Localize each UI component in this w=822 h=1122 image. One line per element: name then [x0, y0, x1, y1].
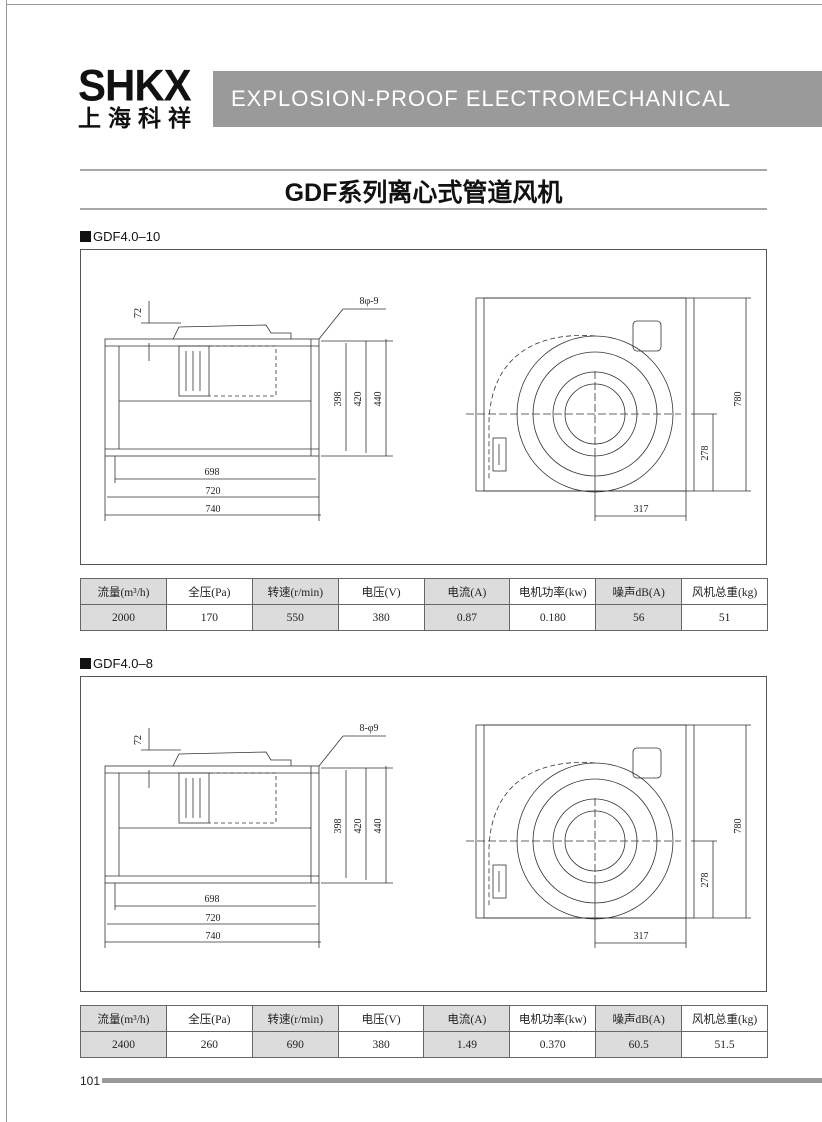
table-cell: 260 [165, 1031, 253, 1058]
column-header: 电流(A) [423, 578, 511, 605]
table-cell: 690 [251, 1031, 339, 1058]
table-header-row: 流量(m³/h)全压(Pa)转速(r/min)电压(V)电流(A)电机功率(kw… [80, 578, 768, 605]
column-header: 电压(V) [337, 578, 425, 605]
model-heading: GDF4.0–10 [80, 229, 160, 244]
dimension-label: 440 [373, 819, 384, 834]
table-cell: 56 [595, 604, 683, 631]
column-header: 流量(m³/h) [80, 578, 167, 605]
dimension-label: 72 [133, 308, 144, 318]
column-header: 流量(m³/h) [80, 1005, 167, 1032]
mounting-holes-label: 8φ-9 [359, 296, 378, 307]
dimension-label: 698 [205, 894, 220, 905]
column-header: 电压(V) [337, 1005, 425, 1032]
table-cell: 2400 [80, 1031, 167, 1058]
dimension-label: 780 [733, 819, 744, 834]
dimension-drawing: 72 8-φ9 398 420 440 698 720 740 780 278 317 [104, 723, 751, 948]
dimension-label: 780 [733, 392, 744, 407]
title-rule-bottom [80, 208, 767, 210]
dimension-label: 317 [634, 504, 649, 515]
dimension-label: 72 [133, 735, 144, 745]
table-cell: 0.370 [509, 1031, 597, 1058]
header-banner: EXPLOSION-PROOF ELECTROMECHANICAL [213, 71, 822, 127]
column-header: 噪声dB(A) [595, 578, 683, 605]
dimension-label: 278 [700, 446, 711, 461]
model-name: GDF4.0–10 [93, 229, 161, 244]
mounting-holes-label: 8-φ9 [359, 723, 378, 734]
spec-table: 流量(m³/h)全压(Pa)转速(r/min)电压(V)电流(A)电机功率(kw… [80, 578, 768, 631]
column-header: 电流(A) [423, 1005, 511, 1032]
dimension-label: 698 [205, 467, 220, 478]
column-header: 电机功率(kw) [509, 578, 597, 605]
dimension-label: 720 [206, 913, 221, 924]
page-border-left [6, 0, 7, 1122]
spec-table: 流量(m³/h)全压(Pa)转速(r/min)电压(V)电流(A)电机功率(kw… [80, 1005, 768, 1058]
page-title: GDF系列离心式管道风机 [284, 179, 563, 207]
column-header: 风机总重(kg) [681, 1005, 768, 1032]
company-logo: SHKX 上海科祥 [78, 60, 202, 131]
table-header-row: 流量(m³/h)全压(Pa)转速(r/min)电压(V)电流(A)电机功率(kw… [80, 1005, 768, 1032]
table-cell: 51 [681, 604, 768, 631]
dimension-label: 398 [333, 392, 344, 407]
column-header: 噪声dB(A) [595, 1005, 683, 1032]
title-rule-top [80, 169, 767, 171]
model-heading: GDF4.0–8 [80, 656, 153, 671]
dimension-label: 398 [333, 819, 344, 834]
table-cell: 60.5 [595, 1031, 683, 1058]
page-number: 101 [80, 1074, 101, 1088]
dimension-label: 440 [373, 392, 384, 407]
dimension-drawing: 72 8φ-9 398 420 440 698 720 740 780 278 317 [104, 296, 751, 521]
front-view [466, 724, 751, 948]
table-cell: 380 [337, 604, 425, 631]
table-cell: 0.180 [509, 604, 597, 631]
table-cell: 2000 [80, 604, 167, 631]
column-header: 风机总重(kg) [681, 578, 768, 605]
column-header: 转速(r/min) [251, 578, 339, 605]
table-cell: 51.5 [681, 1031, 768, 1058]
dimension-label: 278 [700, 873, 711, 888]
page-border-top [6, 4, 822, 5]
dimension-label: 317 [634, 931, 649, 942]
table-cell: 380 [337, 1031, 425, 1058]
dimension-label: 720 [206, 486, 221, 497]
front-view [466, 297, 751, 521]
dimension-drawing-box: 72 8-φ9 398 420 440 698 720 740 780 278 317 [80, 676, 767, 992]
model-name: GDF4.0–8 [93, 656, 153, 671]
column-header: 电机功率(kw) [509, 1005, 597, 1032]
table-cell: 1.49 [423, 1031, 511, 1058]
column-header: 全压(Pa) [165, 578, 253, 605]
dimension-label: 420 [353, 819, 364, 834]
table-cell: 550 [251, 604, 339, 631]
bullet-square [80, 658, 91, 669]
side-view [104, 728, 393, 948]
dimension-label: 420 [353, 392, 364, 407]
logo-cn: 上海科祥 [78, 105, 198, 131]
dimension-drawing-box: 72 8φ-9 398 420 440 698 720 740 780 278 317 [80, 249, 767, 565]
table-cell: 170 [165, 604, 253, 631]
side-view [104, 301, 393, 521]
dimension-label: 740 [206, 504, 221, 515]
column-header: 全压(Pa) [165, 1005, 253, 1032]
logo-en: SHKX [78, 60, 192, 111]
bullet-square [80, 231, 91, 242]
column-header: 转速(r/min) [251, 1005, 339, 1032]
footer-bar [102, 1078, 822, 1083]
table-cell: 0.87 [423, 604, 511, 631]
dimension-label: 740 [206, 931, 221, 942]
